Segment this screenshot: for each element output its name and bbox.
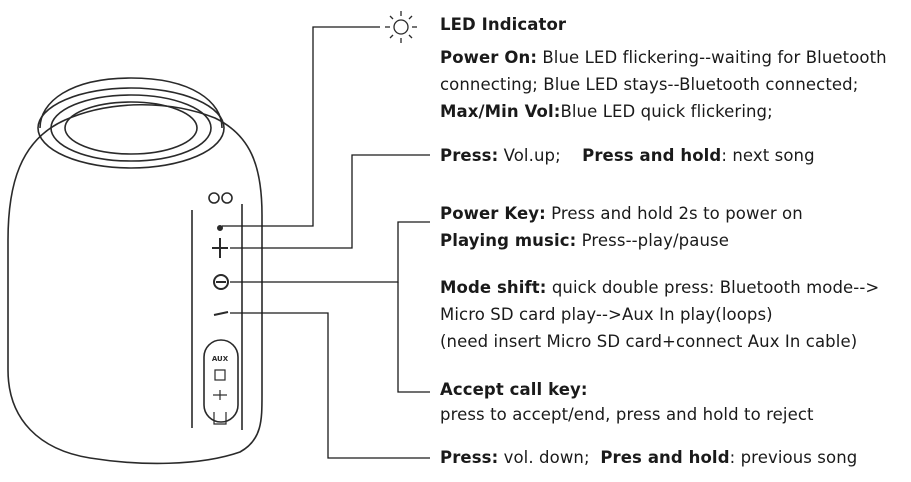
port-cover-tab <box>213 412 227 425</box>
leader-led <box>222 26 380 227</box>
leader-minus <box>230 312 430 459</box>
leader-plus <box>230 154 430 249</box>
led-power-on-line1: Power On: Blue LED flickering--waiting f… <box>440 48 887 67</box>
power-key-playing: Playing music: Press--play/pause <box>440 231 729 250</box>
mic-hole-right <box>221 192 233 204</box>
speaker-top-plate <box>64 101 198 155</box>
power-key-icon[interactable] <box>213 274 229 290</box>
port-tf-icon <box>214 369 226 381</box>
led-power-on-line2: connecting; Blue LED stays--Bluetooth co… <box>440 75 859 94</box>
port-cover[interactable] <box>203 339 239 423</box>
speaker-top-ring-inner <box>50 94 212 162</box>
speaker-top-cap <box>39 77 223 129</box>
plus-key-icon[interactable] <box>212 238 228 258</box>
call-key-title: Accept call key: <box>440 380 588 399</box>
mode-shift-line1: Mode shift: quick double press: Bluetoot… <box>440 278 880 297</box>
mode-shift-line3: (need insert Micro SD card+connect Aux I… <box>440 332 858 351</box>
mic-hole-left <box>208 192 220 204</box>
plus-key-desc: Press: Vol.up; Press and hold: next song <box>440 146 815 165</box>
call-key-desc: press to accept/end, press and hold to r… <box>440 405 814 424</box>
leader-power <box>230 221 430 283</box>
minus-key-icon[interactable] <box>213 311 229 316</box>
speaker-top-ring <box>37 87 225 169</box>
led-title: LED Indicator <box>440 15 567 34</box>
speaker-body <box>7 103 263 465</box>
leader-power-call <box>397 282 430 393</box>
led-sun-icon <box>385 11 417 43</box>
mode-shift-line2: Micro SD card play-->Aux In play(loops) <box>440 305 773 324</box>
minus-key-desc: Press: vol. down; Pres and hold: previou… <box>440 448 858 467</box>
led-dot <box>217 225 224 232</box>
port-usb-icon <box>213 390 227 400</box>
led-maxmin-line: Max/Min Vol:Blue LED quick flickering; <box>440 102 773 121</box>
power-key-desc: Power Key: Press and hold 2s to power on <box>440 204 803 223</box>
port-aux-label: AUX <box>212 355 229 363</box>
